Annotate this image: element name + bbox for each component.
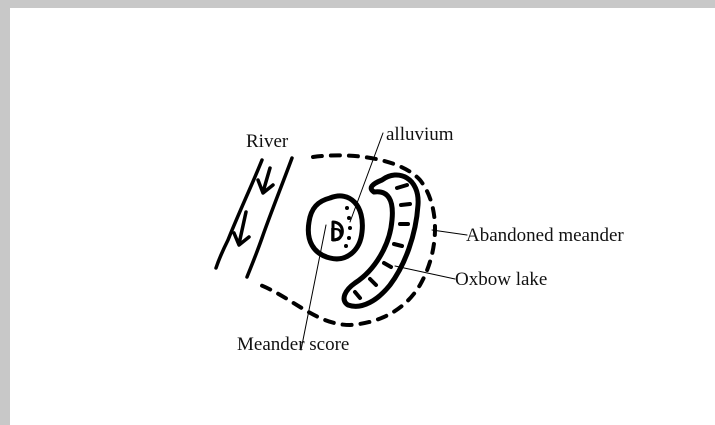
label-meander-scar: Meander score: [237, 334, 349, 355]
leader-abandoned-meander: [432, 230, 467, 235]
label-abandoned-meander: Abandoned meander: [466, 225, 624, 246]
oxbow-lake-water: [355, 185, 410, 298]
label-river: River: [246, 131, 289, 152]
leader-alluvium: [350, 133, 383, 222]
alluvium-deposit-dots: [344, 206, 352, 248]
oxbow-lake-outline: [344, 175, 418, 306]
label-oxbow-lake: Oxbow lake: [455, 269, 547, 290]
label-deposit-symbol: D: [330, 225, 343, 245]
label-alluvium: alluvium: [386, 124, 454, 145]
flow-arrow-upper: [258, 168, 273, 193]
